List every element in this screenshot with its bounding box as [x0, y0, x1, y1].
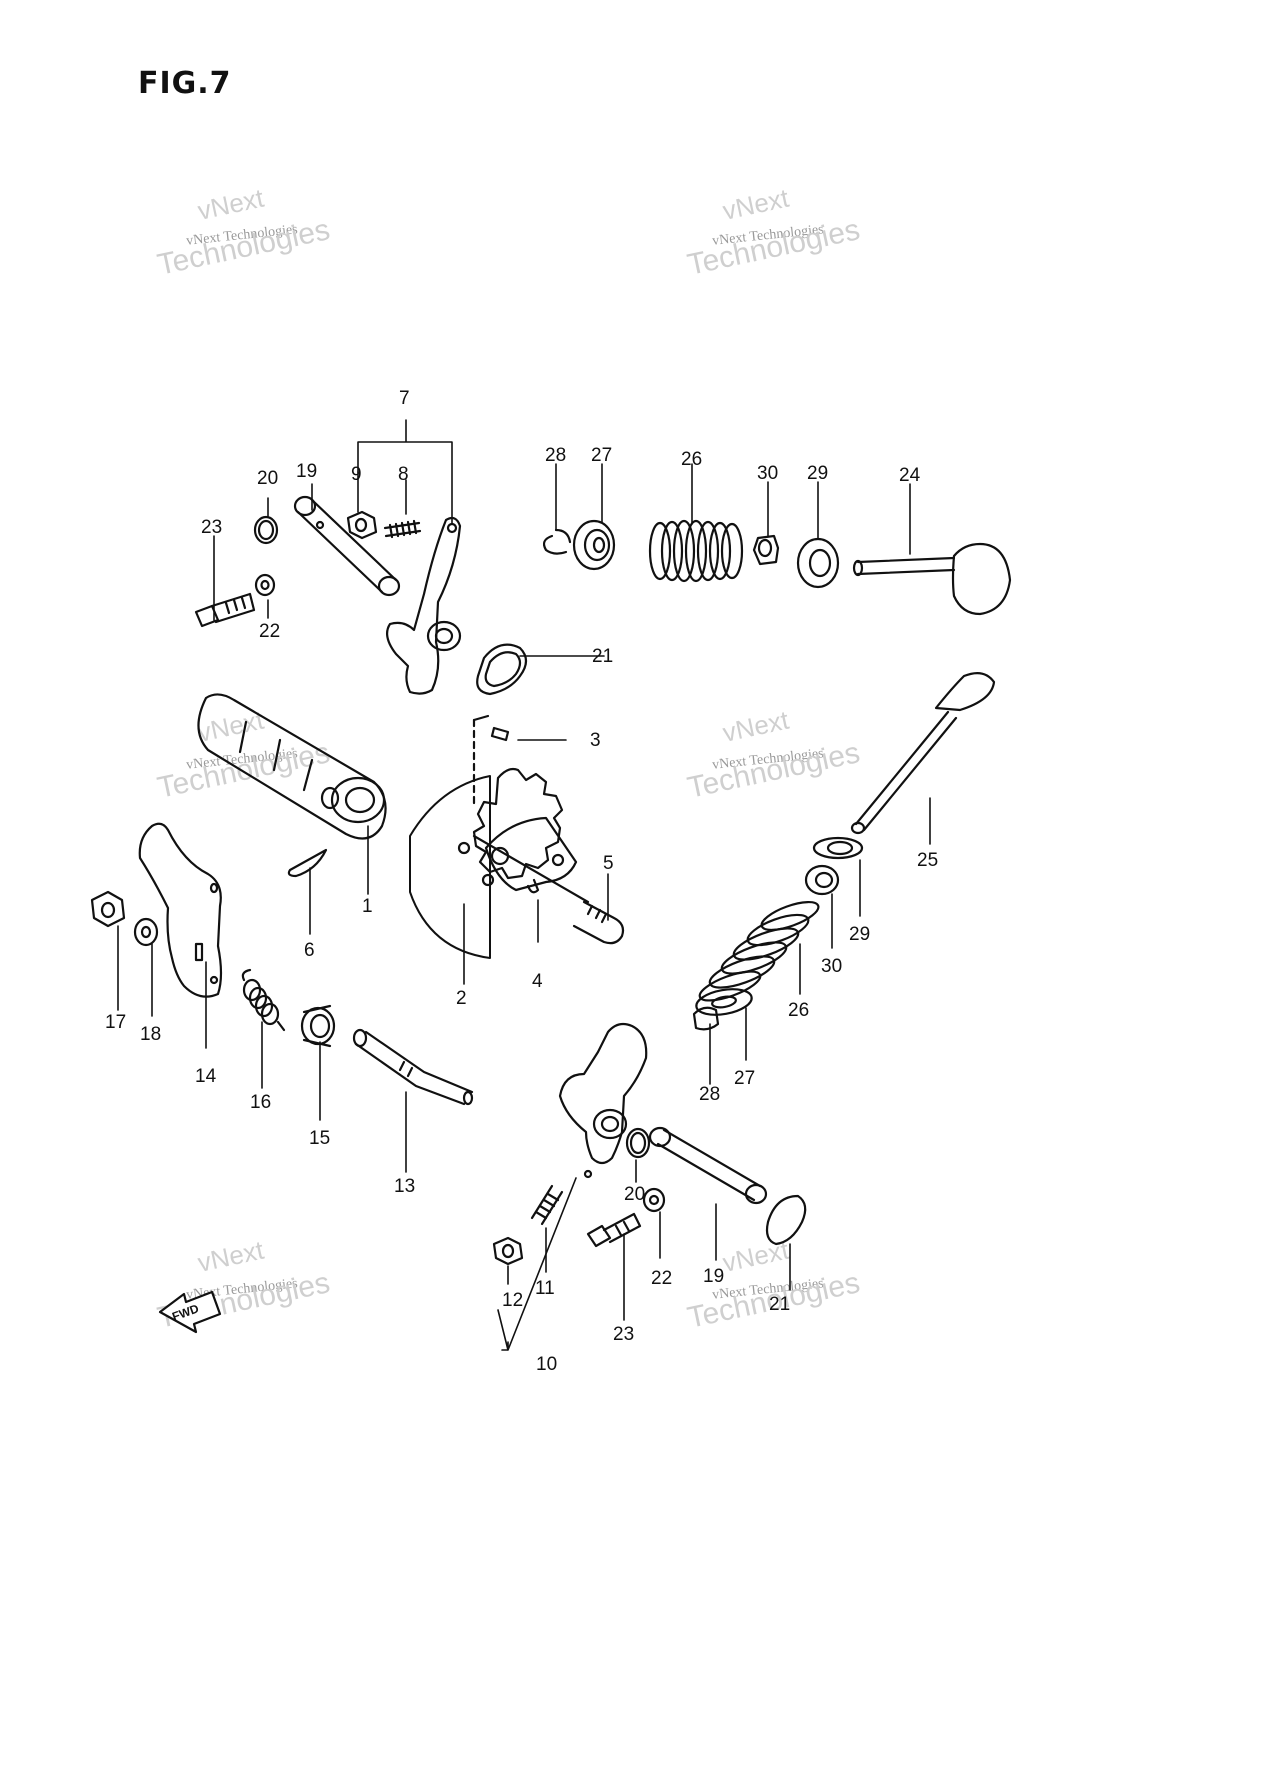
retainer-27-bottom [695, 988, 753, 1016]
callout-9: 9 [351, 464, 362, 485]
callout-20: 20 [257, 468, 278, 489]
callout-30: 30 [757, 463, 778, 484]
rocker-shaft-19-top [293, 495, 401, 597]
oring-20-top [253, 515, 279, 545]
callout-26b: 26 [788, 1000, 809, 1021]
gasket-21-bottom [765, 1194, 807, 1246]
seat-29-top [796, 537, 840, 589]
callout-3: 3 [590, 730, 601, 751]
svg-text:vNext: vNext [195, 183, 267, 226]
callout-23b: 23 [613, 1324, 634, 1345]
cotter-28-bottom [692, 1006, 720, 1031]
callout-20b: 20 [624, 1184, 645, 1205]
sprocket-plate-4 [484, 816, 578, 894]
pin-3 [490, 726, 510, 742]
rocker-arm-top [385, 516, 462, 695]
callout-labels: 7 8 9 19 20 23 22 21 28 27 26 30 29 24 3… [105, 388, 938, 1375]
spring-16 [241, 968, 286, 1032]
seal-30-bottom [804, 864, 840, 896]
fwd-arrow-icon: FWD [158, 1290, 222, 1334]
svg-text:Technologies: Technologies [685, 736, 863, 805]
oring-20-bottom [625, 1127, 651, 1159]
leader-lines [117, 419, 931, 1351]
callout-24: 24 [899, 465, 921, 486]
callout-28: 28 [545, 445, 566, 466]
callout-2: 2 [456, 988, 467, 1009]
callout-29b: 29 [849, 924, 870, 945]
alignment-line [472, 714, 490, 722]
svg-text:vNext: vNext [720, 1235, 792, 1278]
valve-24 [852, 542, 1012, 616]
washer-22-top [254, 573, 276, 597]
svg-text:vNext: vNext [195, 1235, 267, 1278]
adjust-screw-11 [530, 1184, 564, 1226]
clip-6 [287, 848, 328, 878]
callout-5: 5 [603, 853, 614, 874]
callout-27b: 27 [734, 1068, 755, 1089]
shaft-13 [352, 1028, 474, 1106]
callout-13: 13 [394, 1176, 415, 1197]
spring-26-bottom [698, 900, 820, 1002]
callout-8: 8 [398, 464, 409, 485]
callout-10: 10 [536, 1354, 557, 1375]
callout-22b: 22 [651, 1268, 672, 1289]
camshaft-1 [197, 693, 387, 840]
seal-30-top [752, 534, 780, 566]
callout-15: 15 [309, 1128, 330, 1149]
callout-16: 16 [250, 1092, 271, 1113]
callout-17: 17 [105, 1012, 126, 1033]
seat-29-bottom [812, 836, 864, 860]
rocker-shaft-19-bottom [648, 1126, 768, 1205]
callout-19b: 19 [703, 1266, 724, 1287]
callout-28b: 28 [699, 1084, 720, 1105]
valve-25 [850, 671, 996, 835]
washer-18 [133, 917, 159, 947]
svg-text:vNext: vNext [195, 705, 267, 748]
alignment-line [472, 834, 590, 904]
svg-text:Technologies: Technologies [685, 213, 863, 282]
bolt-23-bottom [586, 1212, 642, 1248]
callout-26: 26 [681, 449, 702, 470]
svg-text:Technologies: Technologies [155, 213, 333, 282]
callout-4: 4 [532, 971, 543, 992]
callout-27: 27 [591, 445, 612, 466]
bearing-15 [300, 1004, 336, 1048]
callout-29: 29 [807, 463, 828, 484]
callout-30b: 30 [821, 956, 842, 977]
nut-12 [492, 1236, 524, 1266]
callout-21: 21 [592, 646, 613, 667]
callout-6: 6 [304, 940, 315, 961]
callout-1: 1 [362, 896, 373, 917]
callout-19: 19 [296, 461, 317, 482]
bolt-23-top [194, 592, 256, 628]
bolt-5 [572, 900, 625, 945]
svg-text:vNext: vNext [720, 183, 792, 226]
gasket-21 [476, 643, 528, 696]
nut-9 [346, 510, 378, 540]
retainer-27-top [572, 519, 616, 571]
svg-text:vNext: vNext [720, 705, 792, 748]
lever-14 [138, 822, 223, 998]
watermark-large: vNext Technologies vNext Technologies vN… [155, 183, 863, 1335]
callout-7: 7 [399, 388, 410, 409]
sprocket-2 [409, 767, 564, 959]
nut-17 [90, 890, 126, 928]
callout-25: 25 [917, 850, 938, 871]
callout-21b: 21 [769, 1294, 790, 1315]
callout-23: 23 [201, 517, 222, 538]
callout-14: 14 [195, 1066, 217, 1087]
cotter-28-top [542, 528, 572, 555]
washer-22-bottom [642, 1187, 666, 1213]
callout-11: 11 [535, 1278, 555, 1299]
spring-26-top [648, 519, 744, 583]
rocker-arm-bottom [558, 1022, 648, 1179]
callout-12: 12 [502, 1290, 523, 1311]
adjust-screw-8 [383, 519, 422, 539]
callout-18: 18 [140, 1024, 161, 1045]
callout-22: 22 [259, 621, 280, 642]
figure-title: FIG.7 [138, 66, 232, 101]
